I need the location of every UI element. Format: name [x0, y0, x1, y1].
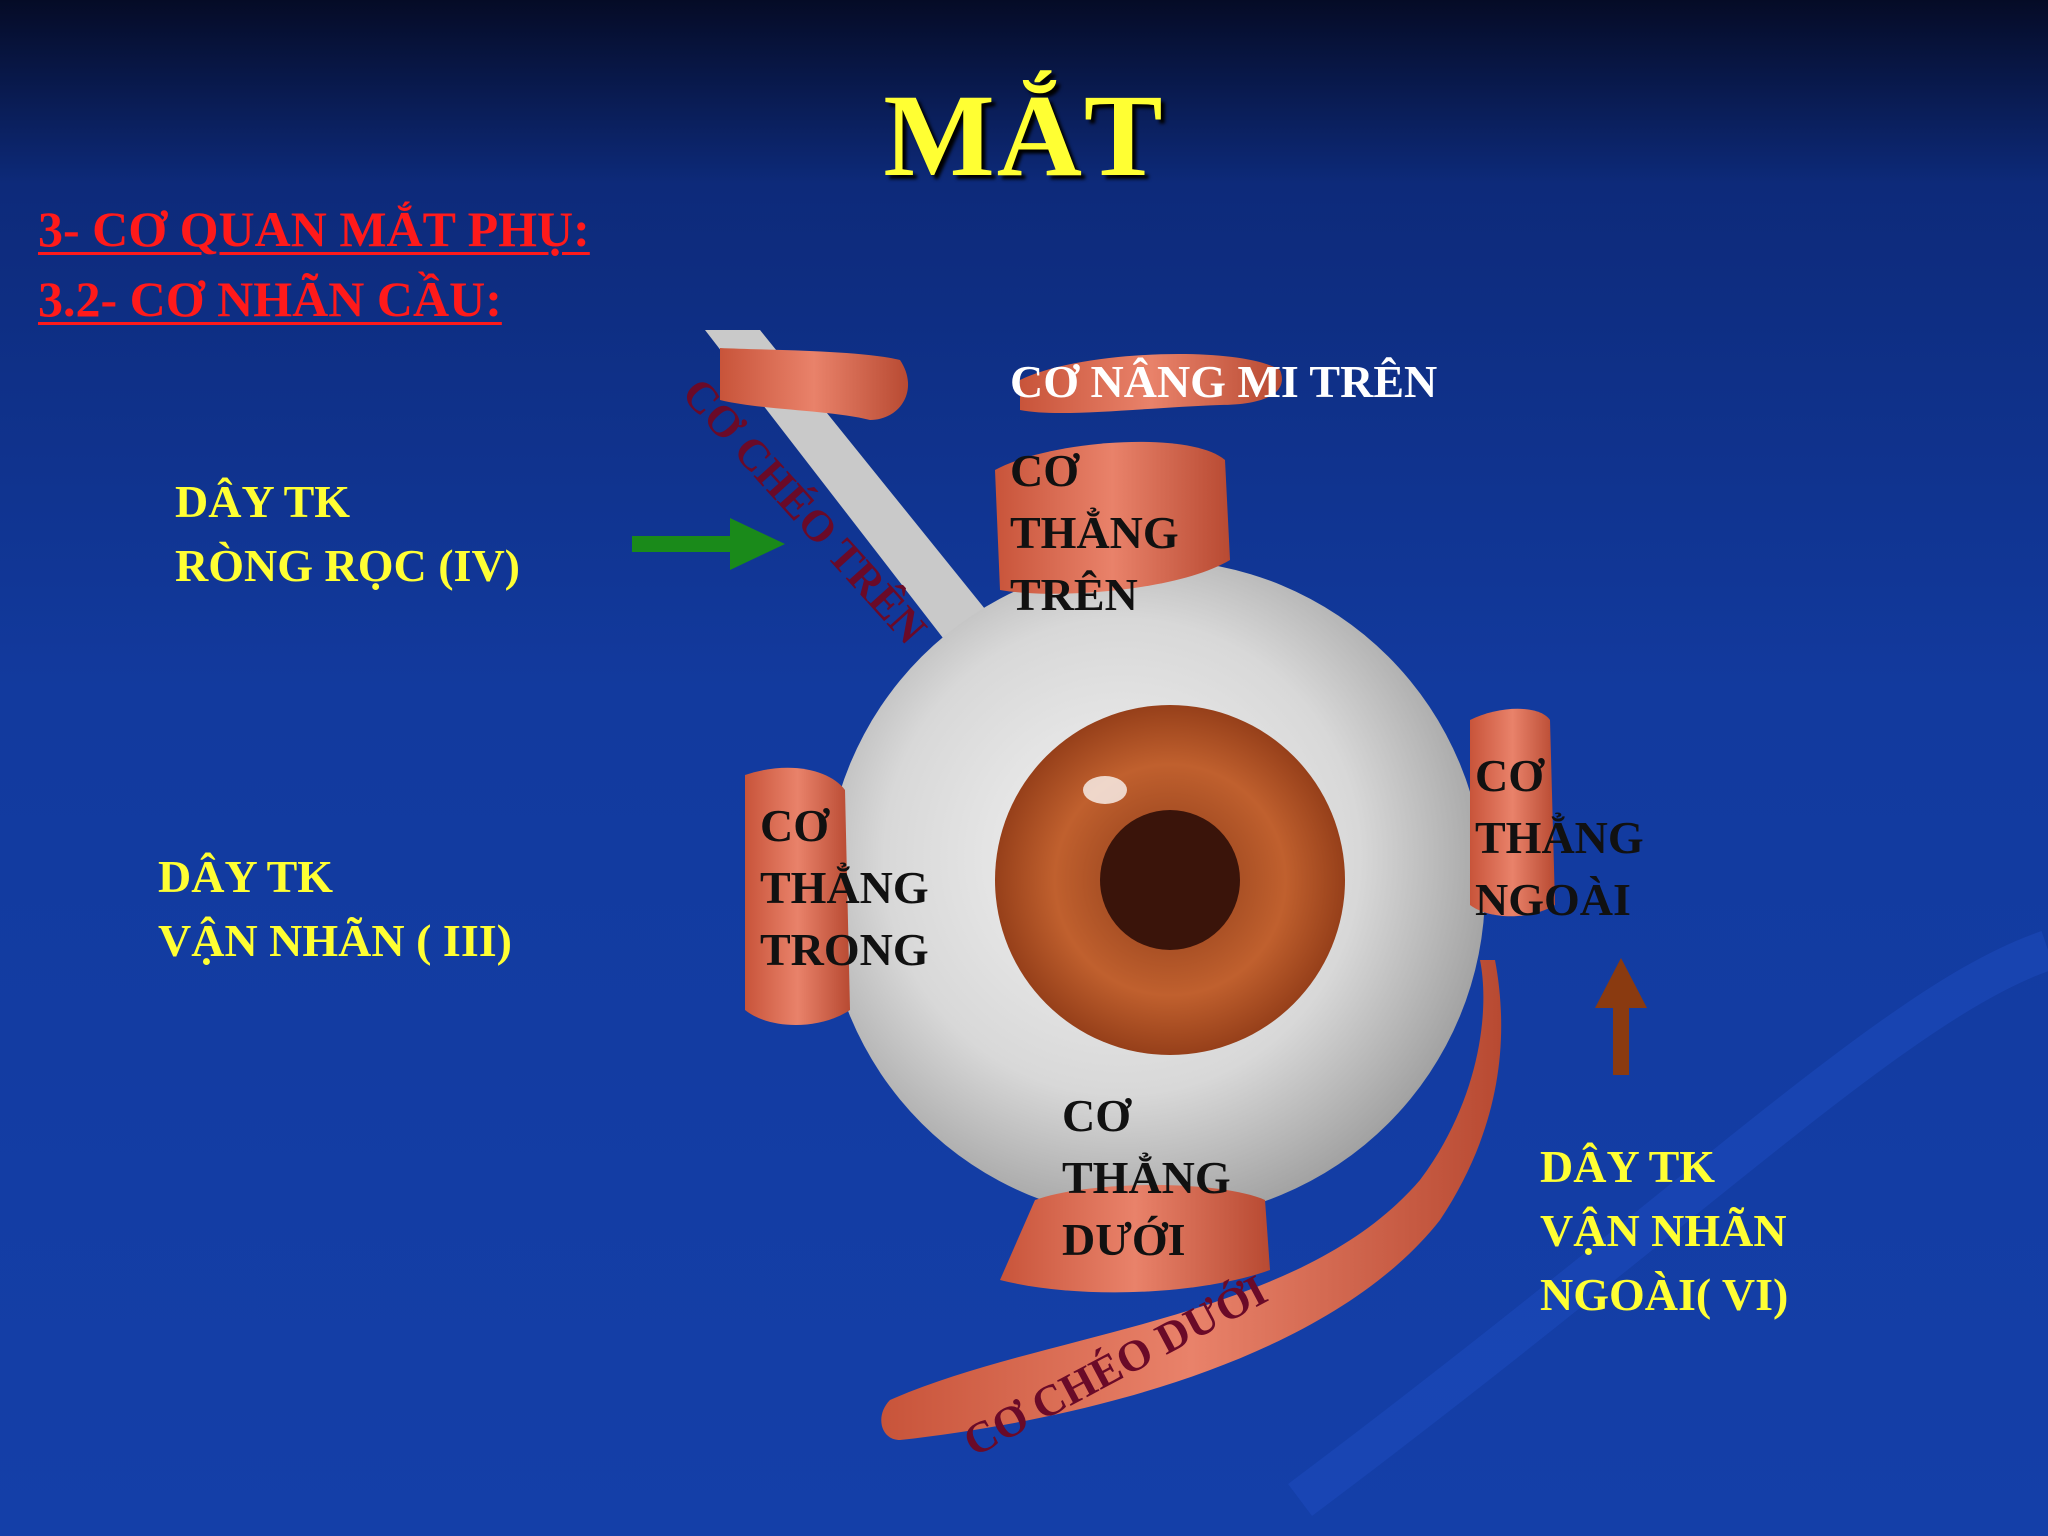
medial-rectus-label: CƠ THẲNG TRONG [760, 800, 929, 975]
page-title: MẮT [883, 70, 1165, 201]
iris-highlight [1083, 776, 1127, 804]
section-heading: 3- CƠ QUAN MẮT PHỤ: [38, 201, 590, 257]
inferior-oblique-muscle [881, 960, 1502, 1440]
lateral-rectus-muscle [1470, 708, 1555, 917]
superior-oblique-tendon [705, 330, 1010, 660]
oculomotor-nerve-label: DÂY TK VẬN NHÃN ( III) [158, 851, 512, 966]
trochlear-nerve-label: DÂY TK RÒNG RỌC (IV) [175, 476, 520, 591]
inferior-rectus-label: CƠ THẲNG DƯỚI [1062, 1090, 1231, 1265]
abducens-nerve-label: DÂY TK VẬN NHÃN NGOÀI( VI) [1540, 1141, 1789, 1320]
pupil [1100, 810, 1240, 950]
inferior-rectus-muscle [1000, 1185, 1270, 1293]
lateral-rectus-label: CƠ THẲNG NGOÀI [1475, 750, 1644, 925]
superior-oblique-muscle [720, 348, 909, 420]
levator-label: CƠ NÂNG MI TRÊN [1010, 356, 1438, 407]
trochlear-arrow [632, 518, 785, 570]
background-swoosh [1287, 931, 2048, 1516]
subsection-heading: 3.2- CƠ NHÃN CẦU: [38, 271, 502, 327]
superior-rectus-label: CƠ THẲNG TRÊN [1010, 445, 1179, 620]
levator-muscle [1020, 353, 1282, 414]
abducens-arrow [1595, 958, 1647, 1075]
superior-rectus-muscle [995, 441, 1230, 594]
medial-rectus-muscle [745, 767, 850, 1025]
